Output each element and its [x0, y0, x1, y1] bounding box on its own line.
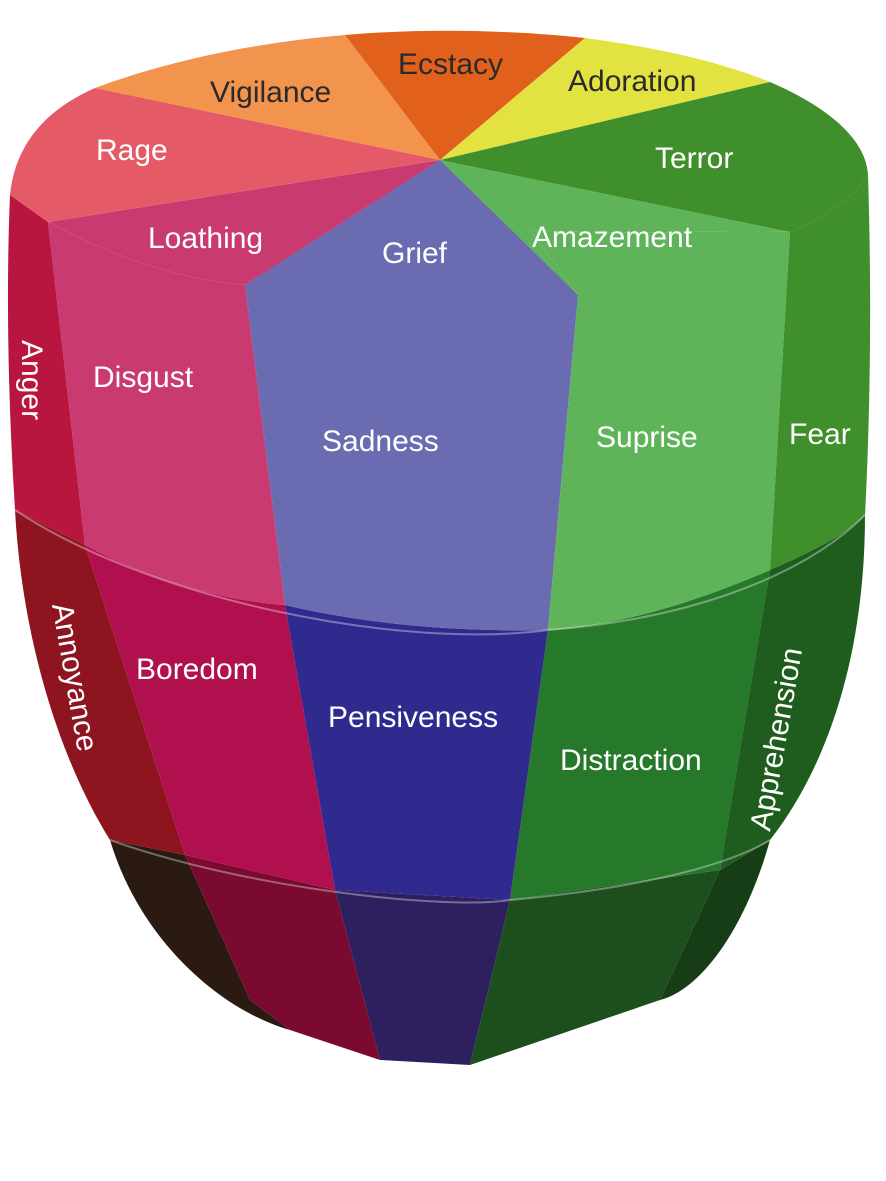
segment-disgust [48, 222, 285, 605]
segment-vigilance [95, 35, 440, 160]
label-boredom: Boredom [136, 653, 258, 686]
label-vigilance: Vigilance [210, 76, 331, 109]
label-sadness: Sadness [322, 425, 439, 458]
bottom-segment-boredom [185, 855, 380, 1060]
label-fear: Fear [789, 418, 851, 451]
segment-anger [7, 195, 86, 545]
label-distraction: Distraction [560, 744, 702, 777]
bottom-segment-left [110, 840, 290, 1030]
segment-ecstacy [345, 30, 585, 160]
label-rage: Rage [96, 134, 168, 167]
bottom-segment-right [660, 840, 770, 1000]
segment-adoration [440, 38, 770, 160]
segment-apprehension [720, 515, 865, 870]
label-adoration: Adoration [568, 65, 696, 98]
label-loathing: Loathing [148, 222, 263, 255]
segment-suprise [530, 230, 790, 630]
label-amazement: Amazement [532, 221, 693, 254]
segment-distraction [510, 570, 770, 900]
segment-rage [10, 88, 440, 222]
segment-grief [245, 160, 578, 295]
segment-terror [440, 82, 868, 232]
segment-pensiveness [285, 605, 548, 900]
label-grief: Grief [382, 237, 448, 270]
segment-fear [770, 175, 871, 570]
segment-annoyance [15, 510, 185, 855]
segment-loathing [48, 160, 440, 285]
label-disgust: Disgust [93, 361, 194, 394]
bottom-segment-pensiveness [335, 890, 510, 1065]
segment-boredom [85, 545, 335, 890]
divider-lines [14, 509, 866, 904]
bottom-segment-distraction [470, 870, 720, 1065]
label-anger: Anger [15, 340, 48, 420]
label-terror: Terror [655, 142, 733, 175]
label-ecstacy: Ecstacy [398, 48, 503, 81]
label-pensiveness: Pensiveness [328, 701, 498, 734]
segment-amazement [440, 160, 790, 295]
label-suprise: Suprise [596, 421, 698, 454]
